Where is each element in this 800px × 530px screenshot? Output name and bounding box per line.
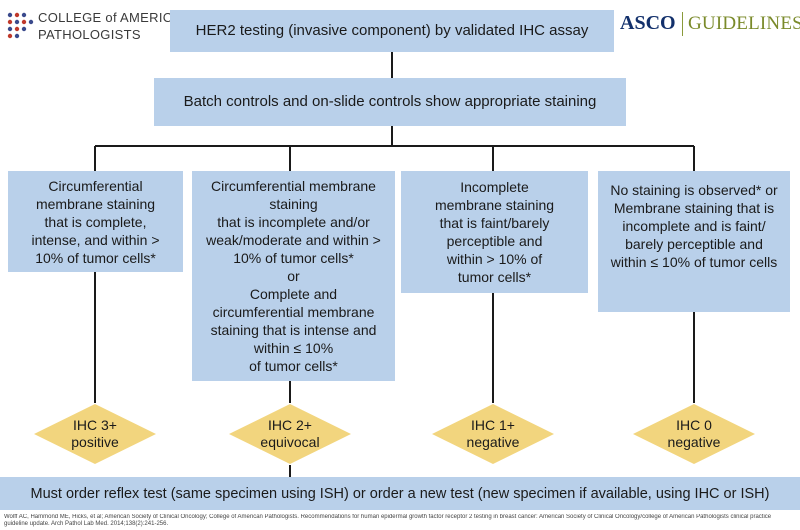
- criteria-line: circumferential membrane: [212, 304, 375, 320]
- criteria-line: perceptible and: [446, 233, 543, 249]
- result-diamond-ihc1: IHC 1+ negative: [431, 403, 555, 465]
- asco-logo-text: ASCO: [620, 12, 676, 34]
- result-diamond-ihc3: IHC 3+ positive: [33, 403, 157, 465]
- asco-logo-divider: [682, 12, 683, 36]
- reflex-test-text: Must order reflex test (same specimen us…: [30, 485, 770, 502]
- criteria-box-ihc1: Incomplete membrane staining that is fai…: [401, 171, 588, 293]
- reflex-test-box: Must order reflex test (same specimen us…: [0, 477, 800, 510]
- criteria-line: that is faint/barely: [439, 215, 550, 231]
- result-score: IHC 0: [676, 417, 712, 433]
- criteria-line: tumor cells*: [457, 269, 532, 285]
- criteria-text-ihc0: No staining is observed* or Membrane sta…: [610, 181, 777, 271]
- criteria-line: that is incomplete and/or: [217, 214, 370, 230]
- asco-guidelines-logo: ASCO GUIDELINES: [616, 10, 800, 40]
- criteria-line: within ≤ 10% of tumor cells: [610, 254, 778, 270]
- guidelines-logo-text: GUIDELINES: [688, 13, 800, 34]
- criteria-line-or: or: [287, 268, 300, 284]
- criteria-line: incomplete and is faint/: [622, 218, 766, 234]
- cap-logo-line1: COLLEGE of AMERICAN: [38, 10, 192, 25]
- batch-controls-text: Batch controls and on-slide controls sho…: [183, 93, 597, 110]
- criteria-line: membrane staining: [35, 195, 156, 212]
- criteria-line: Incomplete: [460, 179, 529, 195]
- criteria-line: barely perceptible and: [625, 236, 763, 252]
- result-diamond-ihc2: IHC 2+ equivocal: [228, 403, 352, 465]
- criteria-line: No staining is observed* or: [610, 182, 778, 198]
- cap-logo: COLLEGE of AMERICAN PATHOLOGISTS: [6, 7, 196, 47]
- criteria-line: Complete and: [249, 286, 338, 302]
- criteria-line: that is complete,: [44, 213, 147, 230]
- criteria-line: weak/moderate and within >: [206, 232, 381, 248]
- diamond-shape: [432, 404, 554, 464]
- result-score: IHC 2+: [268, 417, 312, 433]
- criteria-text-ihc2: Circumferential membrane staining that i…: [206, 177, 381, 375]
- result-label: equivocal: [260, 434, 320, 450]
- result-diamond-ihc0: IHC 0 negative: [632, 403, 756, 465]
- diamond-shape: [229, 404, 351, 464]
- criteria-text-ihc1: Incomplete membrane staining that is fai…: [435, 178, 554, 286]
- criteria-line: Circumferential membrane: [211, 178, 376, 194]
- criteria-box-ihc3: Circumferential membrane staining that i…: [8, 171, 183, 272]
- criteria-line: membrane staining: [434, 197, 555, 213]
- diamond-shape: [633, 404, 755, 464]
- criteria-line: intense, and within >: [31, 231, 160, 248]
- criteria-box-ihc0: No staining is observed* or Membrane sta…: [598, 171, 790, 312]
- criteria-line: within ≤ 10%: [253, 340, 334, 356]
- cap-logo-mark: [7, 12, 34, 39]
- criteria-line: Membrane staining that is: [613, 200, 775, 216]
- result-score: IHC 1+: [471, 417, 515, 433]
- criteria-line: staining that is intense and: [210, 322, 377, 338]
- result-score: IHC 3+: [73, 417, 117, 433]
- criteria-line: 10% of tumor cells*: [35, 249, 156, 266]
- her2-testing-box: HER2 testing (invasive component) by val…: [170, 10, 614, 52]
- citation-footnote: Wolff AC, Hammond ME, Hicks, et al; Amer…: [4, 514, 772, 527]
- batch-controls-box: Batch controls and on-slide controls sho…: [154, 78, 626, 126]
- criteria-line: 10% of tumor cells*: [233, 250, 354, 266]
- criteria-box-ihc2: Circumferential membrane staining that i…: [192, 171, 395, 381]
- criteria-line: of tumor cells*: [249, 358, 338, 374]
- result-label: negative: [466, 434, 520, 450]
- cap-logo-line2: PATHOLOGISTS: [38, 27, 141, 42]
- criteria-line: within > 10% of: [446, 251, 543, 267]
- result-label: positive: [71, 434, 119, 450]
- result-label: negative: [667, 434, 721, 450]
- criteria-line: staining: [269, 196, 318, 212]
- criteria-line: Circumferential: [48, 177, 143, 194]
- criteria-text-ihc3: Circumferential membrane staining that i…: [31, 177, 159, 267]
- her2-testing-text: HER2 testing (invasive component) by val…: [195, 22, 589, 39]
- diamond-shape: [34, 404, 156, 464]
